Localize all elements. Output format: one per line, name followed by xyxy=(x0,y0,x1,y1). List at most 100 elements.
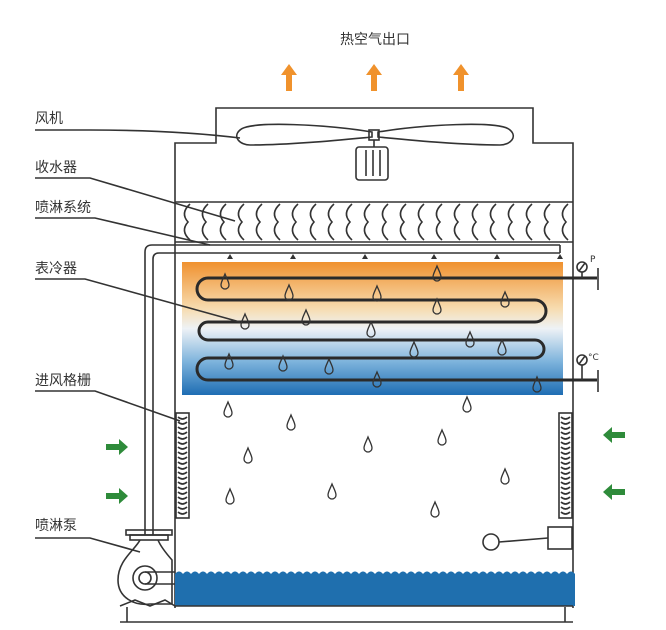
spray-nozzle-icon xyxy=(494,254,500,259)
louver-slat xyxy=(560,456,571,460)
eliminator-blade xyxy=(201,203,209,241)
coil-tube xyxy=(195,276,597,382)
louver-slat xyxy=(560,471,571,475)
water-drop-icon xyxy=(437,429,447,446)
louver-slat xyxy=(177,476,188,480)
water-drop-icon xyxy=(500,468,510,485)
spray-nozzle-icon xyxy=(362,254,368,259)
eliminator-blade xyxy=(345,203,353,241)
motor xyxy=(355,146,389,181)
spray-pump xyxy=(117,529,176,607)
eliminator-blade xyxy=(399,203,407,241)
louver-slat xyxy=(560,501,571,505)
eliminator-blade xyxy=(183,203,191,241)
inlet-louver-right xyxy=(558,412,573,519)
base-frame xyxy=(120,607,573,623)
louver-slat xyxy=(177,496,188,500)
louver-slat xyxy=(560,416,571,420)
louver-slat xyxy=(177,511,188,515)
louver-slat xyxy=(560,446,571,450)
louver-slat xyxy=(560,426,571,430)
water-drop-icon xyxy=(327,483,337,500)
louver-slat xyxy=(177,486,188,490)
inlet-louver-label: 进风格栅 xyxy=(35,373,91,389)
eliminator-blade xyxy=(309,203,317,241)
fan-label: 风机 xyxy=(35,111,63,127)
drift-eliminator-label: 收水器 xyxy=(35,160,77,176)
spray-nozzle-icon xyxy=(431,254,437,259)
eliminator-blade xyxy=(273,203,281,241)
louver-slat xyxy=(177,451,188,455)
eliminator-blade xyxy=(525,203,533,241)
louver-slat xyxy=(177,456,188,460)
tower-housing xyxy=(174,107,574,608)
louver-slat xyxy=(560,436,571,440)
hot-air-outlet-label: 热空气出口 xyxy=(340,32,410,48)
louver-slat xyxy=(560,476,571,480)
louver-slat xyxy=(177,491,188,495)
louver-slat xyxy=(177,426,188,430)
louver-slat xyxy=(177,431,188,435)
louver-slat xyxy=(177,506,188,510)
eliminator-blade xyxy=(561,203,569,241)
water-drop-icon xyxy=(223,401,233,418)
coil-label: 表冷器 xyxy=(35,261,77,277)
inlet-air-arrow-icon xyxy=(603,427,625,443)
louver-slat xyxy=(560,496,571,500)
eliminator-blade xyxy=(435,203,443,241)
pressure-label: P xyxy=(590,255,596,265)
eliminator-blade xyxy=(417,203,425,241)
louver-slat xyxy=(560,491,571,495)
water-drop-icon xyxy=(243,447,253,464)
eliminator-blade xyxy=(471,203,479,241)
louver-slat xyxy=(560,511,571,515)
thermometer: °C xyxy=(576,353,599,392)
louver-slat xyxy=(177,441,188,445)
fan xyxy=(235,123,515,181)
spray-system xyxy=(144,244,563,535)
spray-nozzle-icon xyxy=(557,254,563,259)
spray-pump-label: 喷淋泵 xyxy=(35,518,77,534)
temperature-label: °C xyxy=(588,353,599,363)
water-basin xyxy=(175,571,575,606)
pressure-gauge: P xyxy=(576,255,599,290)
eliminator-blade xyxy=(327,203,335,241)
spray-system-label: 喷淋系统 xyxy=(35,200,91,216)
louver-slat xyxy=(177,481,188,485)
inlet-louver-left xyxy=(175,412,190,519)
water-drop-icon xyxy=(286,414,296,431)
louver-slat xyxy=(560,451,571,455)
inlet-air-arrow-icon xyxy=(106,488,128,504)
water-drop-icon xyxy=(225,488,235,505)
louver-slat xyxy=(560,506,571,510)
louver-slat xyxy=(177,446,188,450)
water-drop-icon xyxy=(462,396,472,413)
hot-air-arrow-icon xyxy=(453,64,469,91)
louver-slat xyxy=(177,461,188,465)
spray-nozzle-icon xyxy=(227,254,233,259)
louver-slat xyxy=(560,466,571,470)
louver-slat xyxy=(177,421,188,425)
eliminator-blade xyxy=(255,203,263,241)
louver-slat xyxy=(560,461,571,465)
louver-slat xyxy=(560,486,571,490)
eliminator-blade xyxy=(453,203,461,241)
eliminator-blade xyxy=(219,203,227,241)
louver-slat xyxy=(560,421,571,425)
hot-air-arrow-icon xyxy=(281,64,297,91)
float-valve xyxy=(482,526,573,551)
louver-slat xyxy=(560,431,571,435)
drift-eliminator xyxy=(175,201,573,243)
water-drop-icon xyxy=(363,436,373,453)
coil-section xyxy=(182,262,563,395)
hot-air-arrow-icon xyxy=(366,64,382,91)
eliminator-blade xyxy=(381,203,389,241)
louver-slat xyxy=(177,436,188,440)
inlet-air-arrow-icon xyxy=(603,484,625,500)
eliminator-blade xyxy=(489,203,497,241)
water-drop-icon xyxy=(430,501,440,518)
eliminator-blade xyxy=(237,203,245,241)
louver-slat xyxy=(560,441,571,445)
